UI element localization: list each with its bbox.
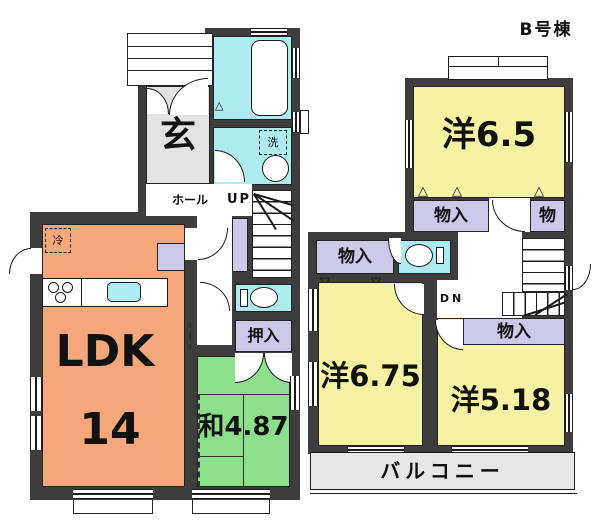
bathtub: [251, 40, 288, 116]
bay-window: [448, 56, 548, 80]
storage-a-label: 物入: [434, 206, 468, 226]
ldk-bottom-window: [73, 489, 153, 499]
kitchen-door-gap: [30, 248, 42, 274]
wash-basin: [262, 155, 289, 182]
stairs-down-lower: [502, 292, 568, 317]
room-5-18-right-window: [565, 394, 573, 432]
kitchen-counter: [42, 278, 168, 307]
ldk-area-label: 14: [79, 404, 141, 455]
toilet-tank-2f: [436, 247, 444, 264]
stair-winder-line: [253, 193, 295, 222]
porch: [127, 33, 213, 86]
room-6-5-right-window: [565, 112, 573, 162]
tatami-label: 和4.87: [198, 412, 289, 442]
room-west-6-75: [318, 282, 423, 446]
bath-side-window: [292, 48, 300, 78]
window-step-box: [192, 500, 270, 514]
closet-door-icon: [534, 185, 544, 198]
hall-label: ホール: [171, 193, 208, 207]
washer-box: 洗: [259, 130, 287, 155]
storage-c-label-2: 物入: [497, 322, 531, 342]
room-west-6-75-label: 洋6.75: [320, 359, 421, 393]
tatami-side-window: [290, 376, 300, 410]
hall: [146, 184, 252, 216]
room-6-75-left-window: [308, 362, 318, 406]
ldk-cabinet: [157, 243, 185, 271]
balcony-label: バルコニー: [380, 459, 505, 483]
oshiire-label: 押入: [247, 326, 280, 345]
ldk-side-window: [30, 377, 42, 411]
closet-door-icon: [452, 185, 462, 198]
room-6-75-left-window: [308, 289, 318, 331]
stove-burner: [62, 282, 73, 293]
balcony-outer-line: [310, 493, 577, 494]
ldk-door-gap: [185, 228, 197, 260]
ldk-side-window: [30, 416, 42, 450]
room-6-5-left-window: [405, 120, 413, 168]
toilet-tank: [240, 289, 248, 307]
balcony: [310, 452, 575, 490]
washroom-window-sill: [300, 110, 309, 134]
building-title: B号棟: [519, 20, 573, 40]
room-west-5-18-label: 洋5.18: [450, 383, 552, 417]
bath-door-icon: [215, 100, 223, 111]
stairs-down-upper: [522, 238, 565, 292]
washer-label: 洗: [267, 136, 279, 149]
storage-monoire-left: [316, 240, 394, 274]
stove-burner: [55, 292, 66, 303]
storage-monoire-c-overlay: [463, 318, 565, 345]
stairs-up: [252, 190, 295, 278]
kitchen-sink: [107, 282, 141, 302]
toilet-bowl-2f: [405, 244, 433, 267]
closet-door-icon: [418, 185, 428, 198]
stair-side-gap: [565, 266, 573, 290]
room-west-6-5: [413, 86, 565, 198]
stair-closet: [232, 218, 248, 272]
window-step-box: [73, 500, 153, 514]
fridge-box: 冷: [45, 228, 71, 253]
kitchen-door-arc: [9, 248, 31, 274]
tatami-dashed-opening: [198, 394, 200, 487]
storage-monoire-a: [413, 200, 489, 232]
stair-winder-line: [522, 301, 566, 317]
fridge-label: 冷: [52, 234, 64, 247]
dn-label: DN: [439, 292, 465, 305]
bath-window: [251, 28, 287, 36]
tatami-line: [197, 456, 243, 457]
tatami-line: [243, 394, 244, 487]
ldk-label: LDK: [55, 326, 155, 377]
exterior-door-arc: [573, 264, 591, 290]
entrance-label: 玄: [159, 115, 196, 156]
washroom-window-gap: [292, 112, 300, 132]
storage-mono-b: [530, 200, 565, 232]
stair-winder-line: [534, 293, 568, 316]
stove-burner: [48, 282, 59, 293]
room-oshiire: [235, 320, 292, 352]
ldk-corridor-dashed-opening: [189, 322, 191, 350]
storage-left-label: 物入: [338, 247, 372, 267]
room-west-6-5-label: 洋6.5: [441, 115, 537, 155]
tatami-bottom-window: [192, 489, 270, 499]
toilet-bowl: [250, 287, 278, 308]
storage-b-label: 物: [539, 206, 556, 226]
up-label: UP: [226, 192, 252, 207]
